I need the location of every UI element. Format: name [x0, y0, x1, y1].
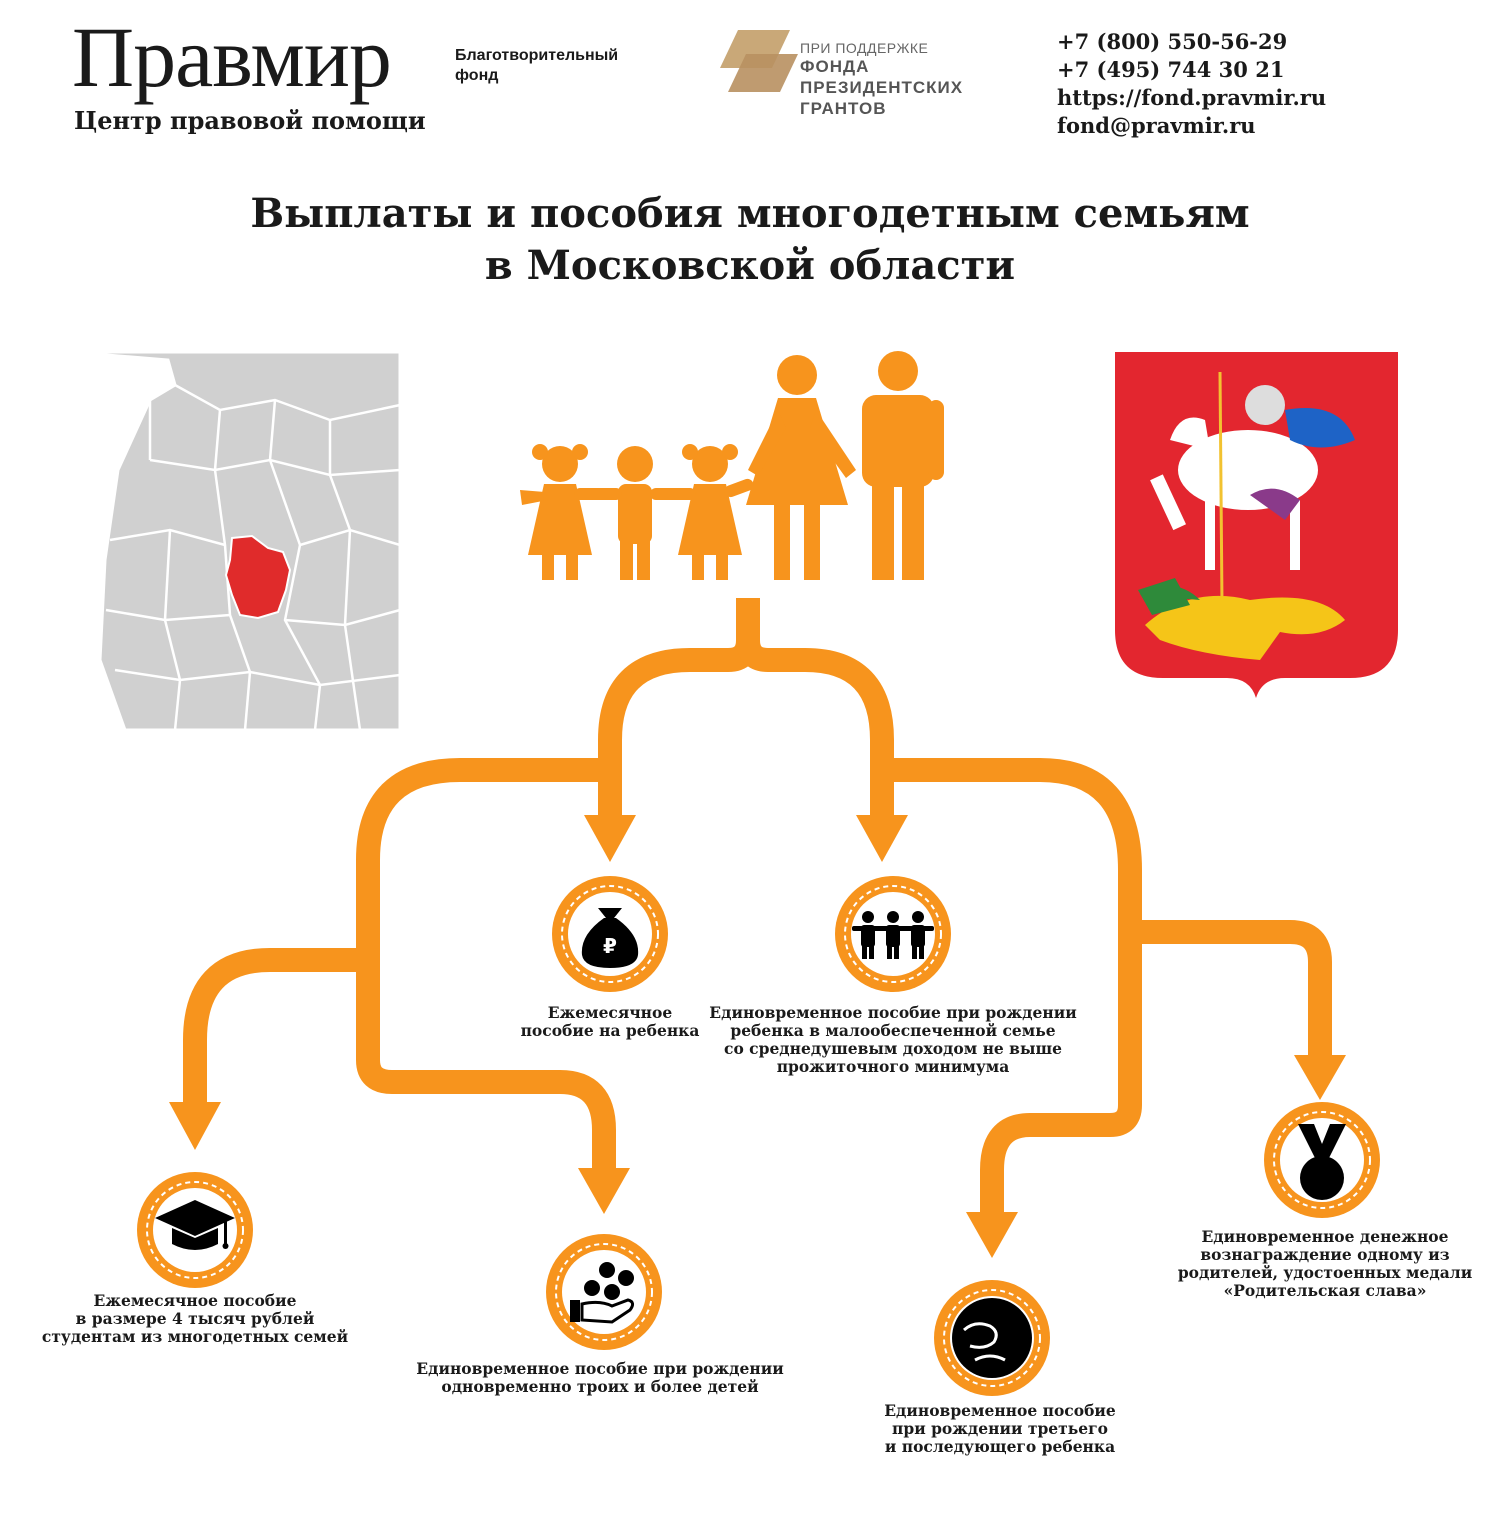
contacts-block: +7 (800) 550-56-29 +7 (495) 744 30 21 ht…: [1057, 28, 1326, 140]
flow-tree: [183, 598, 1332, 1220]
grant-support-text: ПРИ ПОДДЕРЖКЕ ФОНДА ПРЕЗИДЕНТСКИХ ГРАНТО…: [800, 40, 963, 119]
caption-line: пособие на ребенка: [520, 1021, 700, 1040]
badge-medal: [1264, 1102, 1380, 1218]
graduation-cap-icon: [155, 1200, 235, 1250]
phone-2[interactable]: +7 (495) 744 30 21: [1057, 57, 1285, 82]
badge-lump-low-income: [835, 876, 951, 992]
presidential-grants-logo: [720, 30, 798, 92]
caption-line: одновременно троих и более детей: [441, 1377, 759, 1396]
caption-line: Единовременное пособие: [884, 1401, 1116, 1420]
caption-line: при рождении третьего: [892, 1419, 1108, 1438]
caption-lump-low-income: Единовременное пособие при рождении ребе…: [693, 1004, 1093, 1076]
badge-monthly-child: ₽: [552, 876, 668, 992]
caption-line: «Родительская слава»: [1223, 1281, 1427, 1300]
title-line-2: в Московской области: [484, 242, 1016, 289]
caption-monthly-child: Ежемесячное пособие на ребенка: [480, 1004, 740, 1040]
children-group-icon: [852, 911, 934, 959]
badge-third-child: [934, 1280, 1050, 1396]
moscow-oblast-coat-of-arms: [1115, 352, 1398, 698]
flow-arrowheads: [169, 815, 1346, 1258]
page-title: Выплаты и пособия многодетным семьям в М…: [0, 188, 1500, 292]
grant-support-line4: ГРАНТОВ: [800, 99, 887, 118]
svg-text:₽: ₽: [603, 934, 617, 958]
fund-label: Благотворительный фонд: [455, 47, 619, 84]
caption-medal: Единовременное денежное вознаграждение о…: [1160, 1228, 1490, 1300]
caption-third-child: Единовременное пособие при рождении трет…: [860, 1402, 1140, 1456]
grant-support-line1: ПРИ ПОДДЕРЖКЕ: [800, 40, 929, 56]
caption-line: Единовременное пособие при рождении: [709, 1003, 1077, 1022]
email-link[interactable]: fond@pravmir.ru: [1057, 113, 1256, 138]
caption-line: ребенка в малообеспеченной семье: [730, 1021, 1056, 1040]
hand-coins-icon: [570, 1262, 635, 1324]
caption-line: и последующего ребенка: [884, 1437, 1116, 1456]
caption-line: Единовременное пособие при рождении: [416, 1359, 784, 1378]
money-bag-ruble-icon: ₽: [581, 908, 639, 968]
badge-triplets: [546, 1234, 662, 1350]
moscow-region-map: [69, 350, 402, 732]
caption-students: Ежемесячное пособие в размере 4 тысяч ру…: [25, 1292, 365, 1346]
caption-line: Единовременное денежное: [1201, 1227, 1449, 1246]
family-icon: [520, 351, 944, 580]
caption-line: в размере 4 тысяч рублей: [75, 1309, 315, 1328]
website-link[interactable]: https://fond.pravmir.ru: [1057, 85, 1327, 110]
caption-line: со среднедушевым доходом не выше: [724, 1039, 1062, 1058]
brand-subtitle: Центр правовой помощи: [74, 106, 426, 135]
brand-logo: Правмир: [72, 9, 392, 105]
grant-support-line2: ФОНДА: [800, 57, 870, 76]
medal-icon: [1298, 1124, 1346, 1200]
badge-students: [137, 1172, 253, 1288]
caption-triplets: Единовременное пособие при рождении одно…: [400, 1360, 800, 1396]
grant-support-line3: ПРЕЗИДЕНТСКИХ: [800, 78, 964, 97]
caption-line: Ежемесячное: [547, 1003, 673, 1022]
phone-1[interactable]: +7 (800) 550-56-29: [1057, 29, 1288, 54]
caption-line: родителей, удостоенных медали: [1177, 1263, 1473, 1282]
caption-line: вознаграждение одному из: [1200, 1245, 1450, 1264]
caption-line: Ежемесячное пособие: [93, 1291, 297, 1310]
pregnant-icon: [952, 1298, 1032, 1378]
caption-line: прожиточного минимума: [776, 1057, 1010, 1076]
title-line-1: Выплаты и пособия многодетным семьям: [250, 190, 1250, 237]
caption-line: студентам из многодетных семей: [41, 1327, 349, 1346]
